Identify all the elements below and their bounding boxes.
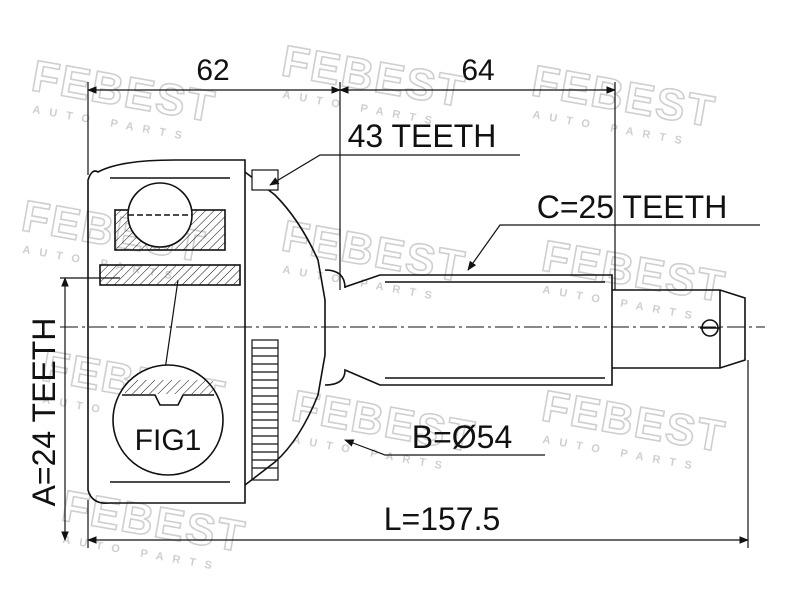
dim-label-64: 64 xyxy=(461,54,494,87)
fig1-detail xyxy=(112,364,224,476)
fig1-label: FIG1 xyxy=(135,424,202,457)
outer-spline-label: A=24 TEETH xyxy=(26,318,62,507)
watermark-tile: FEBEST AUTO PARTS xyxy=(57,481,250,574)
outer-housing xyxy=(87,159,326,505)
watermark-tile: FEBEST AUTO PARTS xyxy=(277,211,470,304)
watermark-tile: FEBEST AUTO PARTS xyxy=(537,381,730,474)
dim-label-62: 62 xyxy=(196,54,229,87)
watermark-tile: FEBEST AUTO PARTS xyxy=(537,231,730,324)
watermark-tile: FEBEST AUTO PARTS xyxy=(27,51,220,144)
dimension-lines xyxy=(60,82,749,548)
abs-teeth-label: 43 TEETH xyxy=(348,118,497,154)
outer-spline-band xyxy=(99,264,241,286)
watermark-tile: FEBEST AUTO PARTS xyxy=(527,56,720,149)
leader-lines xyxy=(164,154,760,456)
shaft-spline-label: C=25 TEETH xyxy=(537,189,728,225)
drive-shaft xyxy=(324,269,746,386)
abs-ring xyxy=(251,169,279,481)
total-length-label: L=157.5 xyxy=(384,501,501,537)
seal-diameter-label: B=Ø54 xyxy=(412,419,513,455)
